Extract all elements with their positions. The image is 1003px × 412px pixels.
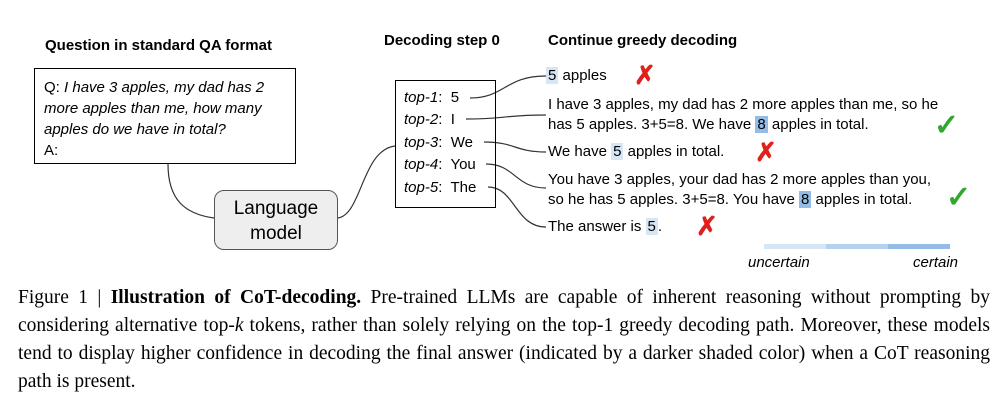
caption-label: Figure 1 |	[18, 287, 111, 308]
output-path-4: You have 3 apples, your dad has 2 more a…	[548, 171, 932, 208]
legend-bar-dark	[888, 244, 950, 249]
wire-top5	[487, 186, 547, 228]
model-label-line-2: model	[250, 223, 302, 244]
legend-uncertain: uncertain	[748, 254, 810, 271]
question-line-1: I have 3 apples, my dad has 2	[64, 79, 265, 96]
answer-highlight: 5	[611, 143, 624, 160]
wire-model-to-tokens	[337, 145, 396, 219]
wrong-mark-icon: ✗	[634, 60, 656, 90]
question-line-3: apples do we have in total?	[44, 121, 226, 138]
token-top-3: top-3: We	[404, 134, 473, 151]
output-path-2: I have 3 apples, my dad has 2 more apple…	[548, 96, 939, 133]
answer-highlight: 8	[755, 116, 768, 133]
output-path-5: The answer is 5.	[548, 218, 663, 235]
question-box: Q: I have 3 apples, my dad has 2 more ap…	[34, 68, 296, 164]
legend-bar-mid	[826, 244, 888, 249]
answer-highlight: 5	[546, 67, 559, 84]
model-label-line-1: Language	[233, 198, 319, 219]
question-line-2: more apples than me, how many	[44, 100, 262, 117]
wire-top4	[485, 163, 547, 189]
token-box	[395, 80, 496, 208]
wrong-mark-icon: ✗	[755, 137, 777, 167]
wire-top1	[469, 75, 547, 99]
output-path-1: 5 apples	[546, 67, 607, 84]
answer-highlight: 5	[645, 218, 658, 235]
language-model-box: Language model	[214, 190, 338, 250]
token-top-5: top-5: The	[404, 179, 477, 196]
token-top-1: top-1: 5	[404, 89, 460, 106]
legend-bar-light	[764, 244, 826, 249]
figure-caption: Figure 1 | Illustration of CoT-decoding.…	[18, 287, 990, 392]
legend-certain: certain	[913, 254, 959, 271]
caption-title: Illustration of CoT-decoding.	[110, 287, 362, 308]
wire-top2	[465, 114, 547, 120]
wire-top3	[483, 141, 547, 153]
answer-label: A:	[44, 142, 59, 159]
token-top-2: top-2: I	[404, 111, 455, 128]
wire-question-to-model	[167, 163, 215, 219]
check-mark-icon: ✓	[946, 181, 972, 214]
continue-heading: Continue greedy decoding	[548, 32, 738, 49]
question-heading: Question in standard QA format	[45, 37, 272, 54]
wrong-mark-icon: ✗	[696, 211, 718, 241]
token-top-4: top-4: You	[404, 156, 476, 173]
answer-highlight: 8	[799, 191, 812, 208]
question-prefix: Q:	[44, 79, 65, 96]
check-mark-icon: ✓	[934, 109, 960, 142]
output-path-3: We have 5 apples in total.	[548, 143, 725, 160]
decoding-step-heading: Decoding step 0	[384, 32, 500, 49]
